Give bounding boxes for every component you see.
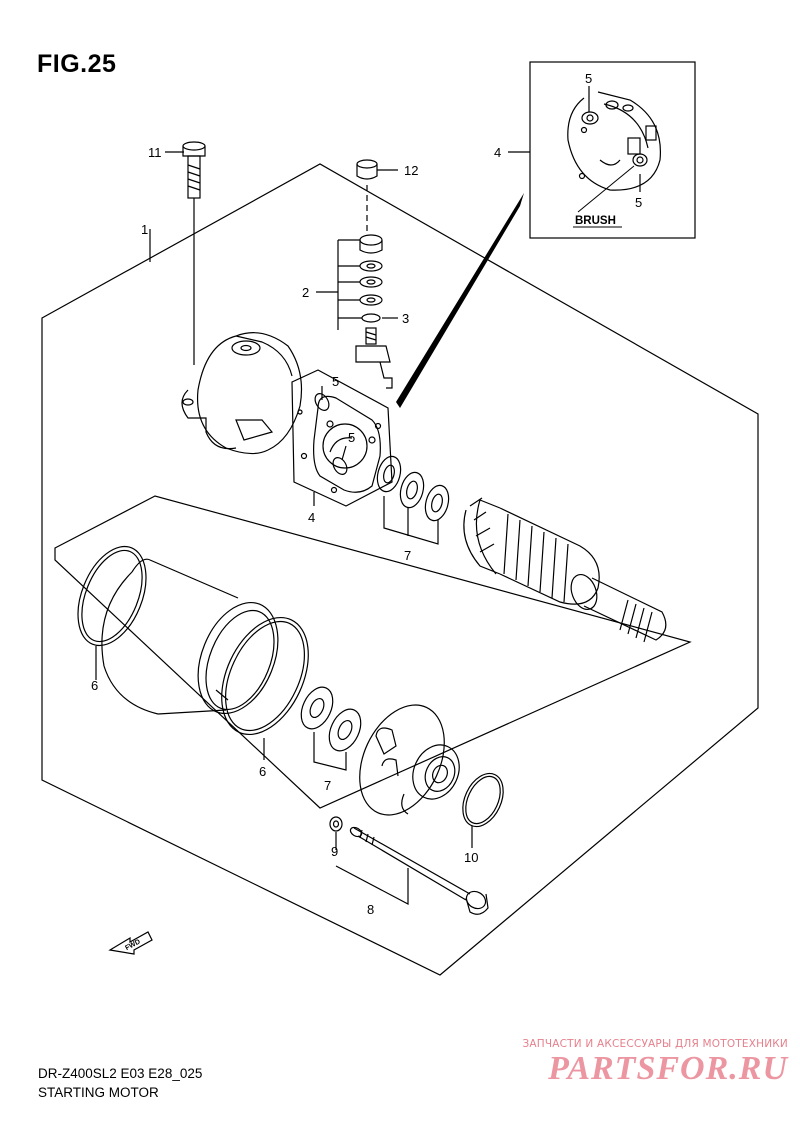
leader-8 (335, 865, 409, 905)
callout-6-left: 6 (91, 678, 98, 693)
washer-lower-icon (300, 686, 362, 752)
callout-10: 10 (464, 850, 478, 865)
o-ring-right-icon (221, 616, 309, 736)
watermark-brand: PARTSFOR.RU (548, 1050, 788, 1087)
o-ring-left-icon (77, 545, 147, 647)
callout-8: 8 (367, 902, 374, 917)
long-bolt-8-icon (349, 826, 489, 915)
front-cover-icon (359, 704, 460, 816)
callout-12: 12 (404, 163, 418, 178)
callout-7-lower: 7 (324, 778, 331, 793)
leader-7b (313, 732, 347, 771)
brush-label: BRUSH (575, 215, 616, 227)
leader-7a (383, 496, 439, 545)
footer: DR-Z400SL2 E03 E28_025 STARTING MOTOR (38, 1064, 202, 1102)
end-cap-icon (181, 332, 303, 455)
nut-12-icon (356, 159, 378, 232)
callout-5-plate-top: 5 (332, 374, 339, 389)
lower-assembly-frame (54, 495, 692, 809)
leader-2 (316, 239, 362, 330)
o-ring-10-icon (462, 772, 504, 828)
armature-icon (463, 497, 667, 643)
watermark-tagline: ЗАПЧАСТИ И АКСЕССУАРЫ ДЛЯ МОТОТЕХНИКИ (522, 1038, 788, 1050)
washer-stack-icon (359, 234, 383, 323)
inset-pointer (396, 193, 524, 408)
callout-5-inset-bottom: 5 (635, 195, 642, 210)
callout-3: 3 (402, 311, 409, 326)
terminal-bolt-icon (355, 327, 393, 389)
callout-4-plate: 4 (308, 510, 315, 525)
yoke-icon (101, 558, 279, 715)
inset-box (529, 61, 696, 239)
callout-4-inset: 4 (494, 145, 501, 160)
diagram-caption: STARTING MOTOR (38, 1085, 159, 1100)
callout-9: 9 (331, 844, 338, 859)
bolt-11-icon (182, 141, 206, 365)
callout-11: 11 (148, 145, 162, 160)
figure-title: FIG.25 (37, 50, 117, 78)
callout-5-plate-mid: 5 (348, 430, 355, 445)
brush-holder-inset-icon (567, 91, 662, 191)
brush-label-group: BRUSH (573, 165, 635, 228)
assembly-frame (41, 163, 759, 976)
model-code: DR-Z400SL2 E03 E28_025 (38, 1066, 203, 1081)
callout-6-right: 6 (259, 764, 266, 779)
callout-1: 1 (141, 222, 148, 237)
leader-5b (341, 445, 347, 461)
callout-7-upper: 7 (404, 548, 411, 563)
callout-2: 2 (302, 285, 309, 300)
fwd-arrow-icon (108, 931, 153, 955)
watermark: ЗАПЧАСТИ И АКСЕССУАРЫ ДЛЯ МОТОТЕХНИКИ PA… (488, 1038, 788, 1088)
washer-9-icon (329, 816, 343, 832)
brush-plate-icon (291, 369, 393, 507)
washer-upper-icon (376, 455, 450, 522)
callout-5-inset-top: 5 (585, 71, 592, 86)
